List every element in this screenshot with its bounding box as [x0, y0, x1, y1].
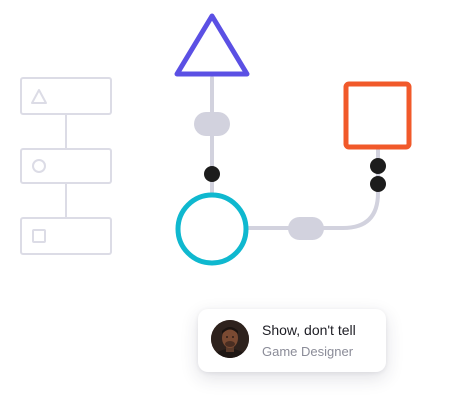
stack-node-circle [20, 148, 112, 184]
faint-node-stack [20, 77, 112, 255]
stack-triangle-icon [31, 89, 47, 104]
stack-node-triangle [20, 77, 112, 115]
triangle-node[interactable] [174, 13, 250, 77]
port-dot-circle-top[interactable] [204, 166, 220, 182]
port-dot-square-lower[interactable] [370, 176, 386, 192]
stack-node-square [20, 217, 112, 255]
connector-circle-square [246, 148, 380, 230]
profile-role: Game Designer [262, 344, 354, 359]
port-dot-square-upper[interactable] [370, 158, 386, 174]
connector-handle-horizontal[interactable] [288, 217, 324, 240]
stack-square-icon [32, 229, 46, 243]
connector-handle-vertical[interactable] [194, 112, 230, 136]
stack-circle-icon [32, 159, 46, 173]
avatar-icon [211, 320, 249, 358]
circle-node[interactable] [175, 192, 249, 266]
profile-card[interactable]: Show, don't tell Game Designer [198, 309, 386, 372]
profile-quote: Show, don't tell [262, 322, 356, 338]
square-node[interactable] [343, 81, 412, 150]
